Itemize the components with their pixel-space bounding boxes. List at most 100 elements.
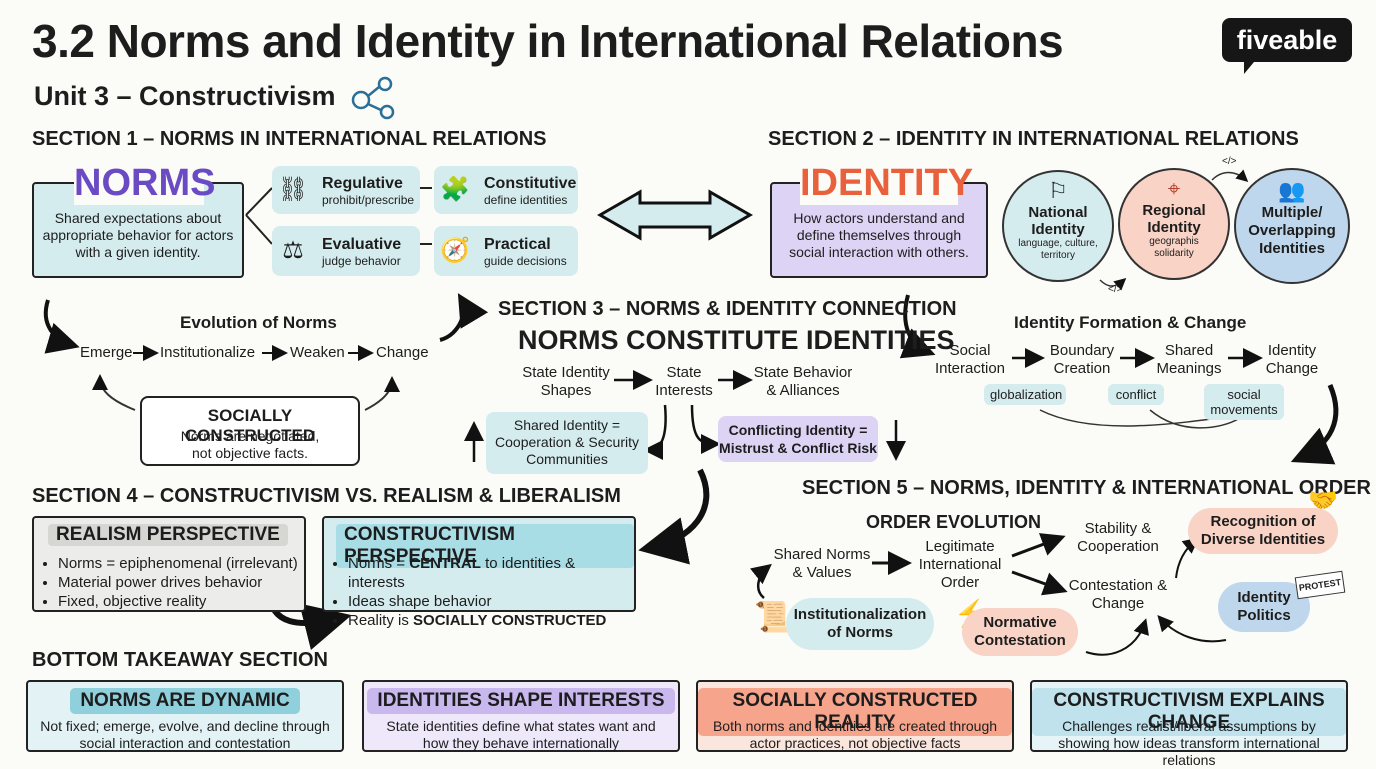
circle-title: Regional Identity	[1142, 202, 1206, 236]
takeaway-title: NORMS ARE DYNAMIC	[70, 688, 300, 714]
norm-type-desc: guide decisions	[484, 254, 567, 268]
realism-title: REALISM PERSPECTIVE	[48, 524, 288, 546]
driver-tag: globalization	[984, 384, 1066, 405]
shared-norms-node: Shared Norms & Values	[773, 546, 871, 581]
flag-icon: ⚐	[1048, 178, 1068, 203]
evolution-step: Change	[376, 344, 429, 361]
formation-step: Social Interaction	[934, 342, 1006, 377]
stability-node: Stability & Cooperation	[1077, 520, 1159, 555]
section5-heading: SECTION 5 – NORMS, IDENTITY & INTERNATIO…	[802, 477, 1371, 499]
takeaway-desc: Not fixed; emerge, evolve, and decline t…	[40, 718, 330, 751]
evolution-step: Weaken	[290, 344, 345, 361]
norm-type-name: Evaluative	[322, 236, 402, 253]
takeaway-desc: Both norms and identities are created th…	[712, 718, 998, 751]
driver-tag: conflict	[1108, 384, 1164, 405]
circle-title: Multiple/ Overlapping Identities	[1248, 204, 1336, 257]
norm-type-desc: define identities	[484, 193, 568, 207]
multiple-identity-circle: 👥 Multiple/ Overlapping Identities	[1234, 168, 1350, 284]
legitimate-order-node: Legitimate International Order	[918, 538, 1002, 591]
compass-icon: 🧭	[440, 237, 470, 264]
realism-card: REALISM PERSPECTIVE Norms = epiphenomena…	[32, 516, 306, 612]
network-icon	[351, 76, 395, 120]
takeaway-title: IDENTITIES SHAPE INTERESTS	[367, 688, 675, 714]
order-evolution-title: ORDER EVOLUTION	[866, 512, 1042, 532]
evolution-step: Emerge	[80, 344, 133, 361]
formation-step: Shared Meanings	[1156, 342, 1222, 377]
takeaway-card: SOCIALLY CONSTRUCTED REALITY Both norms …	[696, 680, 1014, 752]
location-pin-icon: ⌖	[1167, 176, 1181, 201]
constructivism-point: Ideas shape behavior	[348, 592, 634, 611]
identity-card: IDENTITY How actors understand and defin…	[770, 162, 988, 278]
section3-heading: SECTION 3 – NORMS & IDENTITY CONNECTION	[498, 298, 957, 320]
realism-point: Fixed, objective reality	[58, 592, 298, 611]
scroll-icon: 📜	[754, 601, 792, 634]
norms-constitute-identities: NORMS CONSTITUTE IDENTITIES	[518, 325, 955, 355]
takeaway-card: CONSTRUCTIVISM EXPLAINS CHANGE Challenge…	[1030, 680, 1348, 768]
shared-identity-card: Shared Identity = Cooperation & Security…	[486, 412, 648, 474]
handcuffs-icon: ⛓	[277, 176, 309, 203]
bottom-heading: BOTTOM TAKEAWAY SECTION	[32, 649, 328, 671]
formation-step: Identity Change	[1265, 342, 1319, 377]
constructivism-title: CONSTRUCTIVISM PERSPECTIVE	[336, 524, 634, 568]
sc-description: Norms are negotiated, not objective fact…	[180, 428, 320, 461]
socially-constructed-bubble: SOCIALLY CONSTRUCTED Norms are negotiate…	[140, 396, 360, 466]
point-text: Norms =	[348, 555, 410, 572]
connection-step: State Behavior & Alliances	[753, 364, 853, 399]
evolution-step: Institutionalize	[160, 344, 256, 361]
norm-type-regulative: ⛓ Regulative prohibit/prescribe	[272, 166, 420, 214]
takeaway-card: IDENTITIES SHAPE INTERESTS State identit…	[362, 680, 680, 752]
norm-type-desc: prohibit/prescribe	[322, 193, 415, 207]
institutionalization-node: Institutionalization of Norms	[786, 598, 934, 650]
circle-desc: geographis solidarity	[1149, 236, 1199, 259]
takeaway-desc: Challenges realist/liberal assumptions b…	[1058, 718, 1320, 768]
norms-title: NORMS	[74, 162, 216, 205]
handshake-icon: 🤝	[1308, 487, 1338, 514]
scales-icon: ⚖	[282, 237, 304, 264]
code-tag: </>	[1108, 284, 1123, 295]
norm-type-name: Constitutive	[484, 175, 577, 192]
takeaway-card: NORMS ARE DYNAMIC Not fixed; emerge, evo…	[26, 680, 344, 752]
norms-card: NORMS Shared expectations about appropri…	[32, 162, 244, 278]
brand-logo[interactable]: fiveable	[1222, 18, 1352, 74]
constructivism-card: CONSTRUCTIVISM PERSPECTIVE Norms = CENTR…	[322, 516, 636, 629]
code-tag: </>	[1222, 156, 1237, 167]
norm-type-constitutive: 🧩 Constitutive define identities	[434, 166, 578, 214]
people-group-icon: 👥	[1278, 178, 1306, 203]
national-identity-circle: ⚐ National Identity language, culture, t…	[1002, 170, 1114, 282]
identity-description: How actors understand and define themsel…	[789, 210, 969, 260]
takeaway-title-wrap: NORMS ARE DYNAMIC	[28, 688, 342, 714]
protest-sign-icon: PROTEST	[1294, 570, 1346, 600]
contestation-node: Contestation & Change	[1068, 577, 1168, 612]
takeaway-title-wrap: SOCIALLY CONSTRUCTED REALITY	[698, 688, 1012, 736]
constructivism-point: Reality is SOCIALLY CONSTRUCTED	[348, 611, 634, 630]
driver-tag: social movements	[1204, 384, 1284, 420]
point-bold: SOCIALLY CONSTRUCTED	[413, 612, 607, 629]
point-text: Reality is	[348, 612, 414, 629]
realism-point: Norms = epiphenomenal (irrelevant)	[58, 554, 298, 573]
formation-title: Identity Formation & Change	[1014, 313, 1247, 332]
circle-desc: language, culture, territory	[1018, 238, 1098, 261]
norm-type-desc: judge behavior	[322, 254, 401, 268]
takeaway-title-wrap: IDENTITIES SHAPE INTERESTS	[364, 688, 678, 714]
norm-type-name: Practical	[484, 236, 551, 253]
takeaway-title-wrap: CONSTRUCTIVISM EXPLAINS CHANGE	[1032, 688, 1346, 736]
conflicting-identity-card: Conflicting Identity = Mistrust & Confli…	[718, 416, 878, 462]
takeaway-desc: State identities define what states want…	[386, 718, 656, 751]
constructivism-point: Norms = CENTRAL to identities & interest…	[348, 554, 634, 592]
norms-description: Shared expectations about appropriate be…	[42, 210, 234, 260]
puzzle-icon: 🧩	[440, 176, 470, 203]
takeaway-title: CONSTRUCTIVISM EXPLAINS CHANGE	[1032, 688, 1346, 736]
circle-title: National Identity	[1028, 204, 1088, 238]
point-text: to identities & interests	[348, 555, 576, 591]
sc-title: SOCIALLY CONSTRUCTED	[184, 406, 316, 445]
norm-type-evaluative: ⚖ Evaluative judge behavior	[272, 226, 420, 276]
realism-point: Material power drives behavior	[58, 573, 298, 592]
section1-heading: SECTION 1 – NORMS IN INTERNATIONAL RELAT…	[32, 128, 547, 150]
recognition-node: Recognition of Diverse Identities	[1188, 508, 1338, 554]
section4-heading: SECTION 4 – CONSTRUCTIVISM VS. REALISM &…	[32, 485, 621, 507]
norm-type-practical: 🧭 Practical guide decisions	[434, 226, 578, 276]
subtitle-text: Unit 3 – Constructivism	[34, 81, 336, 112]
point-bold: CENTRAL	[409, 555, 481, 572]
formation-step: Boundary Creation	[1049, 342, 1115, 377]
identity-politics-node: Identity Politics	[1218, 582, 1310, 632]
